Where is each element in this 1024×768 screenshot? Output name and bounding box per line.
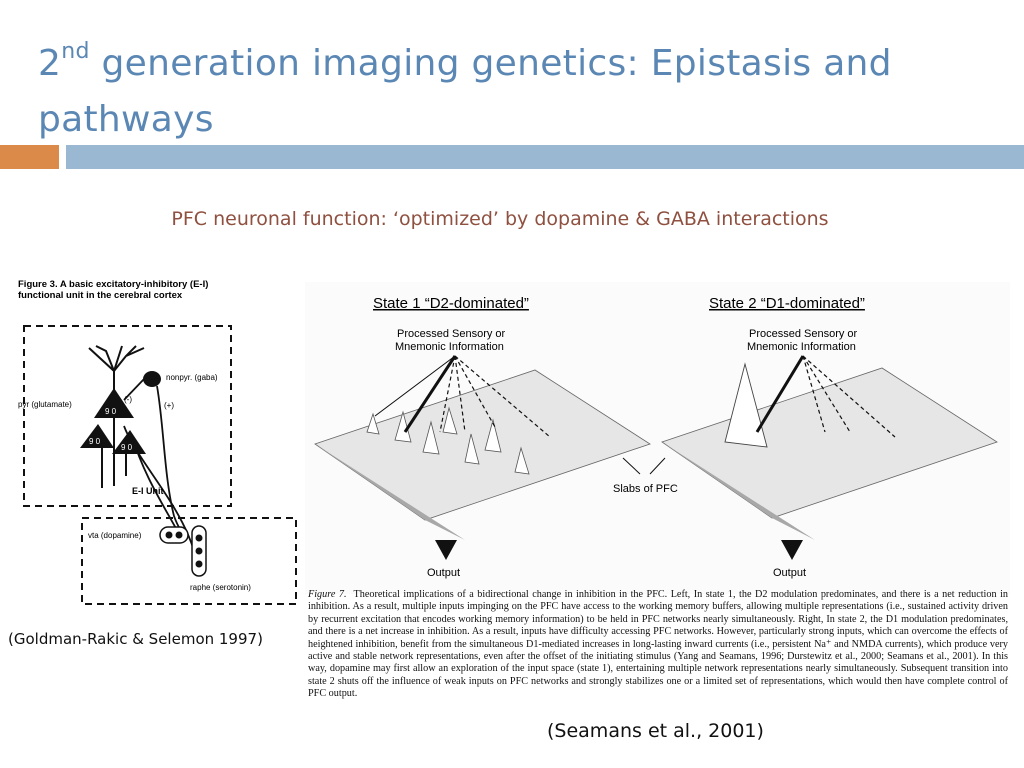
citation-goldman-rakic: (Goldman-Rakic & Selemon 1997): [8, 630, 263, 648]
figure3-heading2: functional unit in the cerebral cortex: [18, 290, 183, 301]
raphe-cell-3: [196, 561, 203, 568]
label-pyr-glutamate: pyr (glutamate): [18, 400, 72, 409]
label-nonpyr-gaba: nonpyr. (gaba): [166, 373, 218, 382]
state2-output-label: Output: [773, 567, 806, 579]
title-prefix: 2: [38, 43, 61, 84]
raphe-cell-2: [196, 548, 203, 555]
state2-input-line2: Mnemonic Information: [747, 341, 856, 353]
title-text: generation imaging genetics: Epistasis a…: [38, 43, 892, 140]
state1-output-label: Output: [427, 567, 460, 579]
vta-cell-2: [176, 532, 183, 539]
caption-text: Theoretical implications of a bidirectio…: [308, 589, 1008, 699]
vta-cell-1: [166, 532, 173, 539]
state1-title: State 1 “D2-dominated”: [373, 295, 529, 312]
receptor-label-1: 9 0: [105, 407, 117, 416]
axon-connections: [124, 379, 199, 576]
label-ei-unit: E-I Unit: [132, 486, 164, 496]
label-raphe-serotonin: raphe (serotonin): [190, 583, 251, 592]
figure7-caption: Figure 7. Theoretical implications of a …: [308, 589, 1008, 701]
caption-label: Figure 7.: [308, 589, 347, 600]
figure3-heading: Figure 3. A basic excitatory-inhibitory …: [18, 279, 208, 290]
title-superscript: nd: [61, 39, 90, 64]
receptor-label-3: 9 0: [121, 443, 133, 452]
label-plus: (+): [164, 401, 174, 410]
state1-input-line1: Processed Sensory or: [397, 328, 506, 340]
citation-seamans: (Seamans et al., 2001): [547, 720, 764, 742]
receptor-label-2: 9 0: [89, 437, 101, 446]
raphe-cell-1: [196, 535, 203, 542]
figure7-pfc-states: State 1 “D2-dominated” Processed Sensory…: [305, 282, 1010, 594]
slide-title: 2nd generation imaging genetics: Epistas…: [38, 28, 988, 148]
interneuron-cell: [143, 371, 161, 387]
accent-bar-blue: [66, 145, 1024, 169]
label-vta-dopamine: vta (dopamine): [88, 531, 142, 540]
state2-title: State 2 “D1-dominated”: [709, 295, 865, 312]
vta-nucleus: [160, 527, 188, 543]
accent-bar-orange: [0, 145, 59, 169]
slide-subtitle: PFC neuronal function: ‘optimized’ by do…: [0, 208, 1000, 230]
state1-input-line2: Mnemonic Information: [395, 341, 504, 353]
label-minus: (-): [124, 395, 132, 404]
state2-input-line1: Processed Sensory or: [749, 328, 858, 340]
slabs-of-pfc-label: Slabs of PFC: [613, 483, 678, 495]
figure3-ei-unit-diagram: Figure 3. A basic excitatory-inhibitory …: [14, 276, 304, 606]
